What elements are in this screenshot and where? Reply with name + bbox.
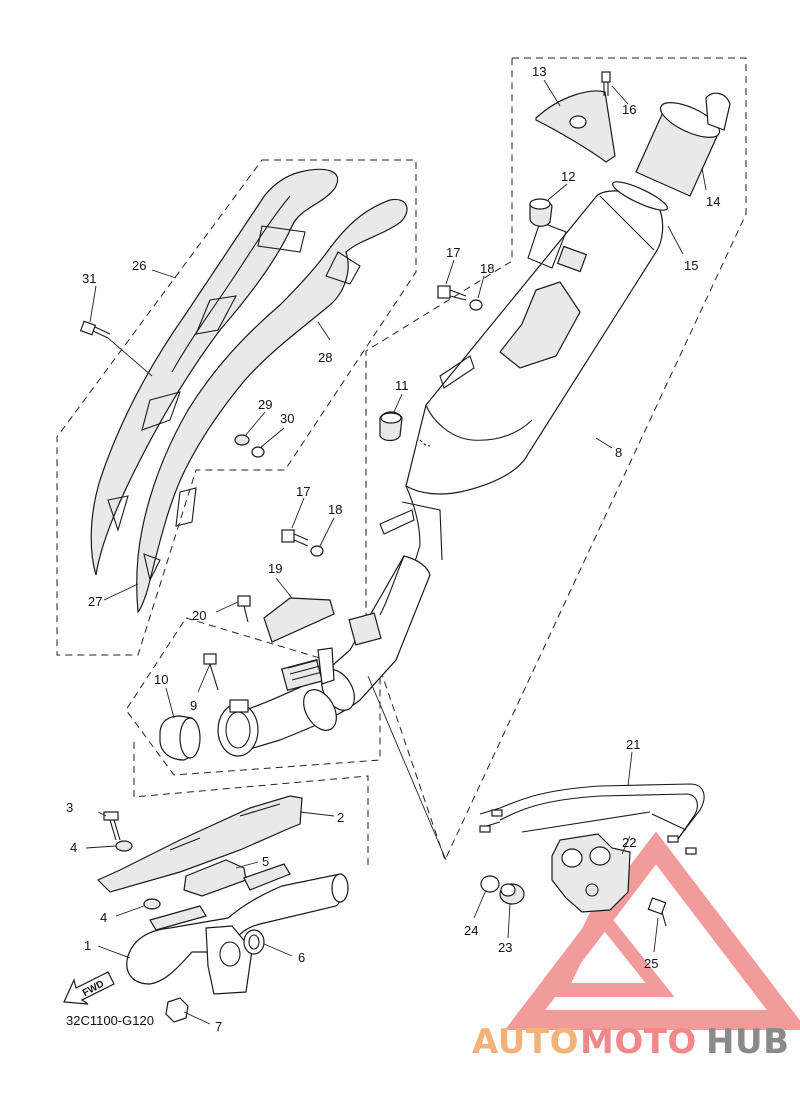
group-boundary-muffler	[365, 57, 747, 862]
callout-1: 1	[84, 938, 91, 953]
callout-8: 8	[615, 445, 622, 460]
heat-shield-inner	[136, 198, 408, 614]
grommet-23	[499, 883, 525, 905]
bracket-19-lower	[348, 612, 382, 646]
collar-24	[480, 875, 500, 893]
bolt-16	[601, 71, 611, 96]
bolt-17-lower	[281, 529, 309, 547]
gasket-15	[612, 181, 668, 211]
nut-7	[165, 997, 189, 1023]
callout-5: 5	[262, 854, 269, 869]
callout-15: 15	[684, 258, 698, 273]
collar-29	[234, 434, 250, 446]
bolt-17-upper	[437, 285, 467, 301]
callout-7: 7	[215, 1019, 222, 1034]
callout-3: 3	[66, 800, 73, 815]
callout-9: 9	[190, 698, 197, 713]
callout-11: 11	[395, 378, 409, 393]
collar-4-lower	[143, 898, 161, 910]
callout-14: 14	[706, 194, 720, 209]
gasket-10	[159, 715, 201, 761]
callout-16: 16	[622, 102, 636, 117]
bolt-20	[237, 595, 251, 623]
callout-25: 25	[644, 956, 658, 971]
callout-30: 30	[280, 411, 294, 426]
exhaust-pipe-1	[126, 873, 349, 995]
callout-4a: 4	[70, 840, 77, 855]
callout-23: 23	[498, 940, 512, 955]
callout-27: 27	[88, 594, 102, 609]
gasket-6	[243, 929, 265, 955]
callout-12: 12	[561, 169, 575, 184]
callout-labels: 1 2 3 4 4 5 6 7 8 9 10 11 12 13 14 15 16…	[66, 64, 720, 1034]
callout-4b: 4	[100, 910, 107, 925]
callout-18b: 18	[328, 502, 342, 517]
group-boundary-heat-shields	[56, 159, 417, 656]
callout-13: 13	[532, 64, 546, 79]
end-cap-13	[535, 90, 616, 163]
silencer-insert-14	[635, 92, 731, 197]
fwd-label: FWD	[81, 979, 106, 999]
callout-21: 21	[626, 737, 640, 752]
callout-26: 26	[132, 258, 146, 273]
svg-text:AUTO: AUTO	[472, 1022, 579, 1062]
cable-22	[521, 811, 687, 833]
damper-11	[379, 411, 403, 442]
diagram-part-code: 32C1100-G120	[66, 1013, 154, 1028]
bracket-pipe	[149, 863, 291, 931]
callout-17b: 17	[296, 484, 310, 499]
protector-2	[96, 795, 303, 893]
callout-24: 24	[464, 923, 478, 938]
fwd-arrow-icon	[63, 971, 115, 1005]
exhaust-valve-housing	[551, 833, 631, 913]
callout-31: 31	[82, 271, 96, 286]
clamp-assembly	[281, 647, 335, 692]
nut-30	[251, 446, 265, 458]
grommet-12	[529, 198, 553, 227]
callout-19: 19	[268, 561, 282, 576]
callout-2: 2	[337, 810, 344, 825]
cable-21	[479, 783, 705, 843]
callout-22: 22	[622, 835, 636, 850]
callout-17a: 17	[446, 245, 460, 260]
svg-text:MOTO: MOTO	[580, 1022, 697, 1062]
bolt-31	[79, 320, 111, 339]
protector-19	[263, 597, 335, 643]
leader-lines	[85, 79, 707, 1025]
svg-text:HUB: HUB	[706, 1022, 789, 1062]
cable-ends	[479, 809, 697, 855]
bolt-25	[647, 897, 667, 927]
muffler-body	[379, 190, 664, 566]
callout-10: 10	[154, 672, 168, 687]
callout-28: 28	[318, 350, 332, 365]
collar-4-upper	[115, 840, 133, 852]
callout-18a: 18	[480, 261, 494, 276]
clamp-ring	[217, 699, 259, 757]
washer-18-upper	[469, 299, 483, 311]
heat-shield-outer	[90, 168, 339, 576]
washer-18-lower	[310, 545, 324, 557]
callout-6: 6	[298, 950, 305, 965]
watermark-logo-mark	[504, 831, 800, 1030]
bolt-3	[103, 811, 121, 841]
callout-20: 20	[192, 608, 206, 623]
group-boundary-pipe	[133, 742, 369, 870]
callout-29: 29	[258, 397, 272, 412]
watermark-text: AUTO MOTO HUB	[472, 1022, 789, 1062]
